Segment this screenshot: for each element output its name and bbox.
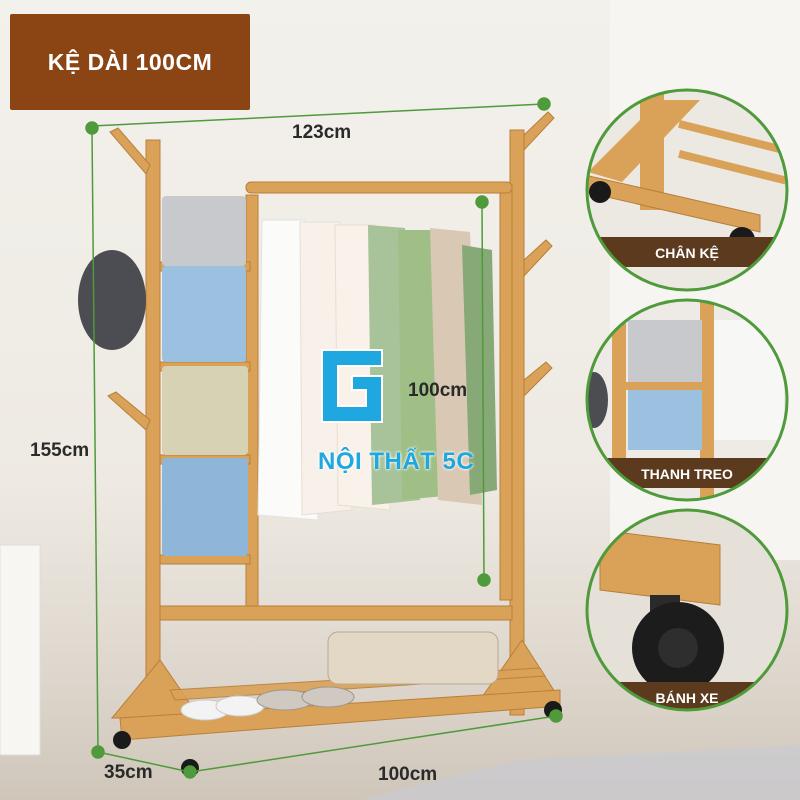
detail-label-leg: CHÂN KỆ [655, 245, 719, 261]
storage-bag [327, 631, 499, 685]
dimension-height-label: 155cm [30, 440, 90, 461]
dimension-width-top-label: 123cm [292, 122, 352, 143]
rack-left-post [145, 139, 161, 716]
floor-rug [360, 745, 800, 800]
hanging-shirts [257, 219, 497, 521]
ladder-rung [159, 554, 251, 565]
rack-hook [523, 111, 555, 152]
rack-right-inner-post [499, 184, 513, 601]
dimension-hanging-height-label: 100cm [408, 380, 468, 401]
dimension-guides [85, 97, 563, 779]
title-text: KỆ DÀI 100CM [47, 48, 213, 75]
hat [78, 250, 146, 350]
brand-logo-mark [321, 349, 383, 423]
shoes [180, 686, 355, 721]
detail-label-rail: THANH TREO [641, 466, 733, 482]
rack-hook [523, 239, 553, 278]
brand-name: NỘI THẤT 5C [318, 448, 475, 475]
lower-crossbar [159, 605, 513, 621]
detail-wheel-image [587, 510, 787, 710]
detail-label-wheel: BÁNH XE [655, 690, 719, 706]
left-cabinet [0, 544, 41, 756]
folded-clothes [162, 196, 248, 556]
detail-leg-image [587, 90, 787, 290]
title-badge: KỆ DÀI 100CM [10, 14, 250, 110]
rack-hook [107, 391, 151, 431]
dimension-depth-label: 35cm [104, 762, 153, 783]
rack-hook [109, 127, 151, 175]
rack-hook [523, 361, 553, 398]
hanging-rod [245, 181, 513, 194]
dimension-length-label: 100cm [378, 764, 438, 785]
